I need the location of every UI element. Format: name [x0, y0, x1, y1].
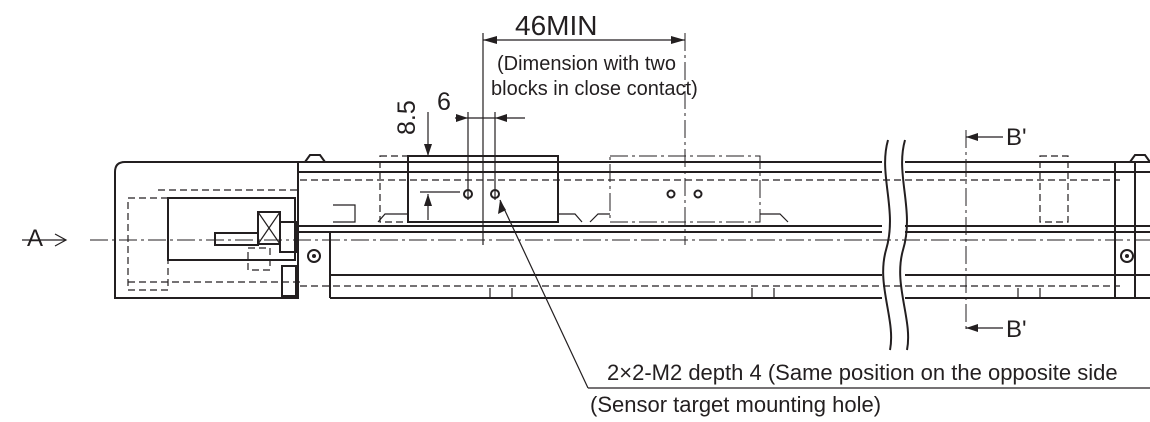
- dim-6-label: 6: [437, 88, 451, 116]
- view-a-arrow: [22, 233, 68, 247]
- dim-8-5-line: [420, 112, 460, 220]
- section-b-top-label: B': [1006, 124, 1027, 151]
- hole-note-leader: [498, 199, 1150, 389]
- dim-note-line1: (Dimension with two: [497, 53, 676, 75]
- dim-8-5-label: 8.5: [393, 100, 421, 135]
- dim-46min-line: [482, 33, 686, 245]
- actuator-body: [298, 161, 1150, 299]
- dim-note-line2: blocks in close contact): [491, 78, 698, 100]
- dim-46min-label: 46MIN: [515, 10, 597, 41]
- hole-note-2: (Sensor target mounting hole): [590, 392, 881, 417]
- break-lines: [882, 139, 910, 351]
- section-b-bottom-label: B': [1006, 316, 1027, 343]
- view-a-label: A: [27, 225, 43, 252]
- hole-note: 2×2-M2 depth 4 (Same position on the opp…: [607, 360, 1118, 385]
- section-b-line: [965, 130, 1003, 332]
- slider-block-phantom: [589, 155, 1069, 223]
- motor-housing: [114, 161, 300, 299]
- mounting-bolts: [304, 154, 1150, 299]
- slider-block-front: [377, 155, 583, 223]
